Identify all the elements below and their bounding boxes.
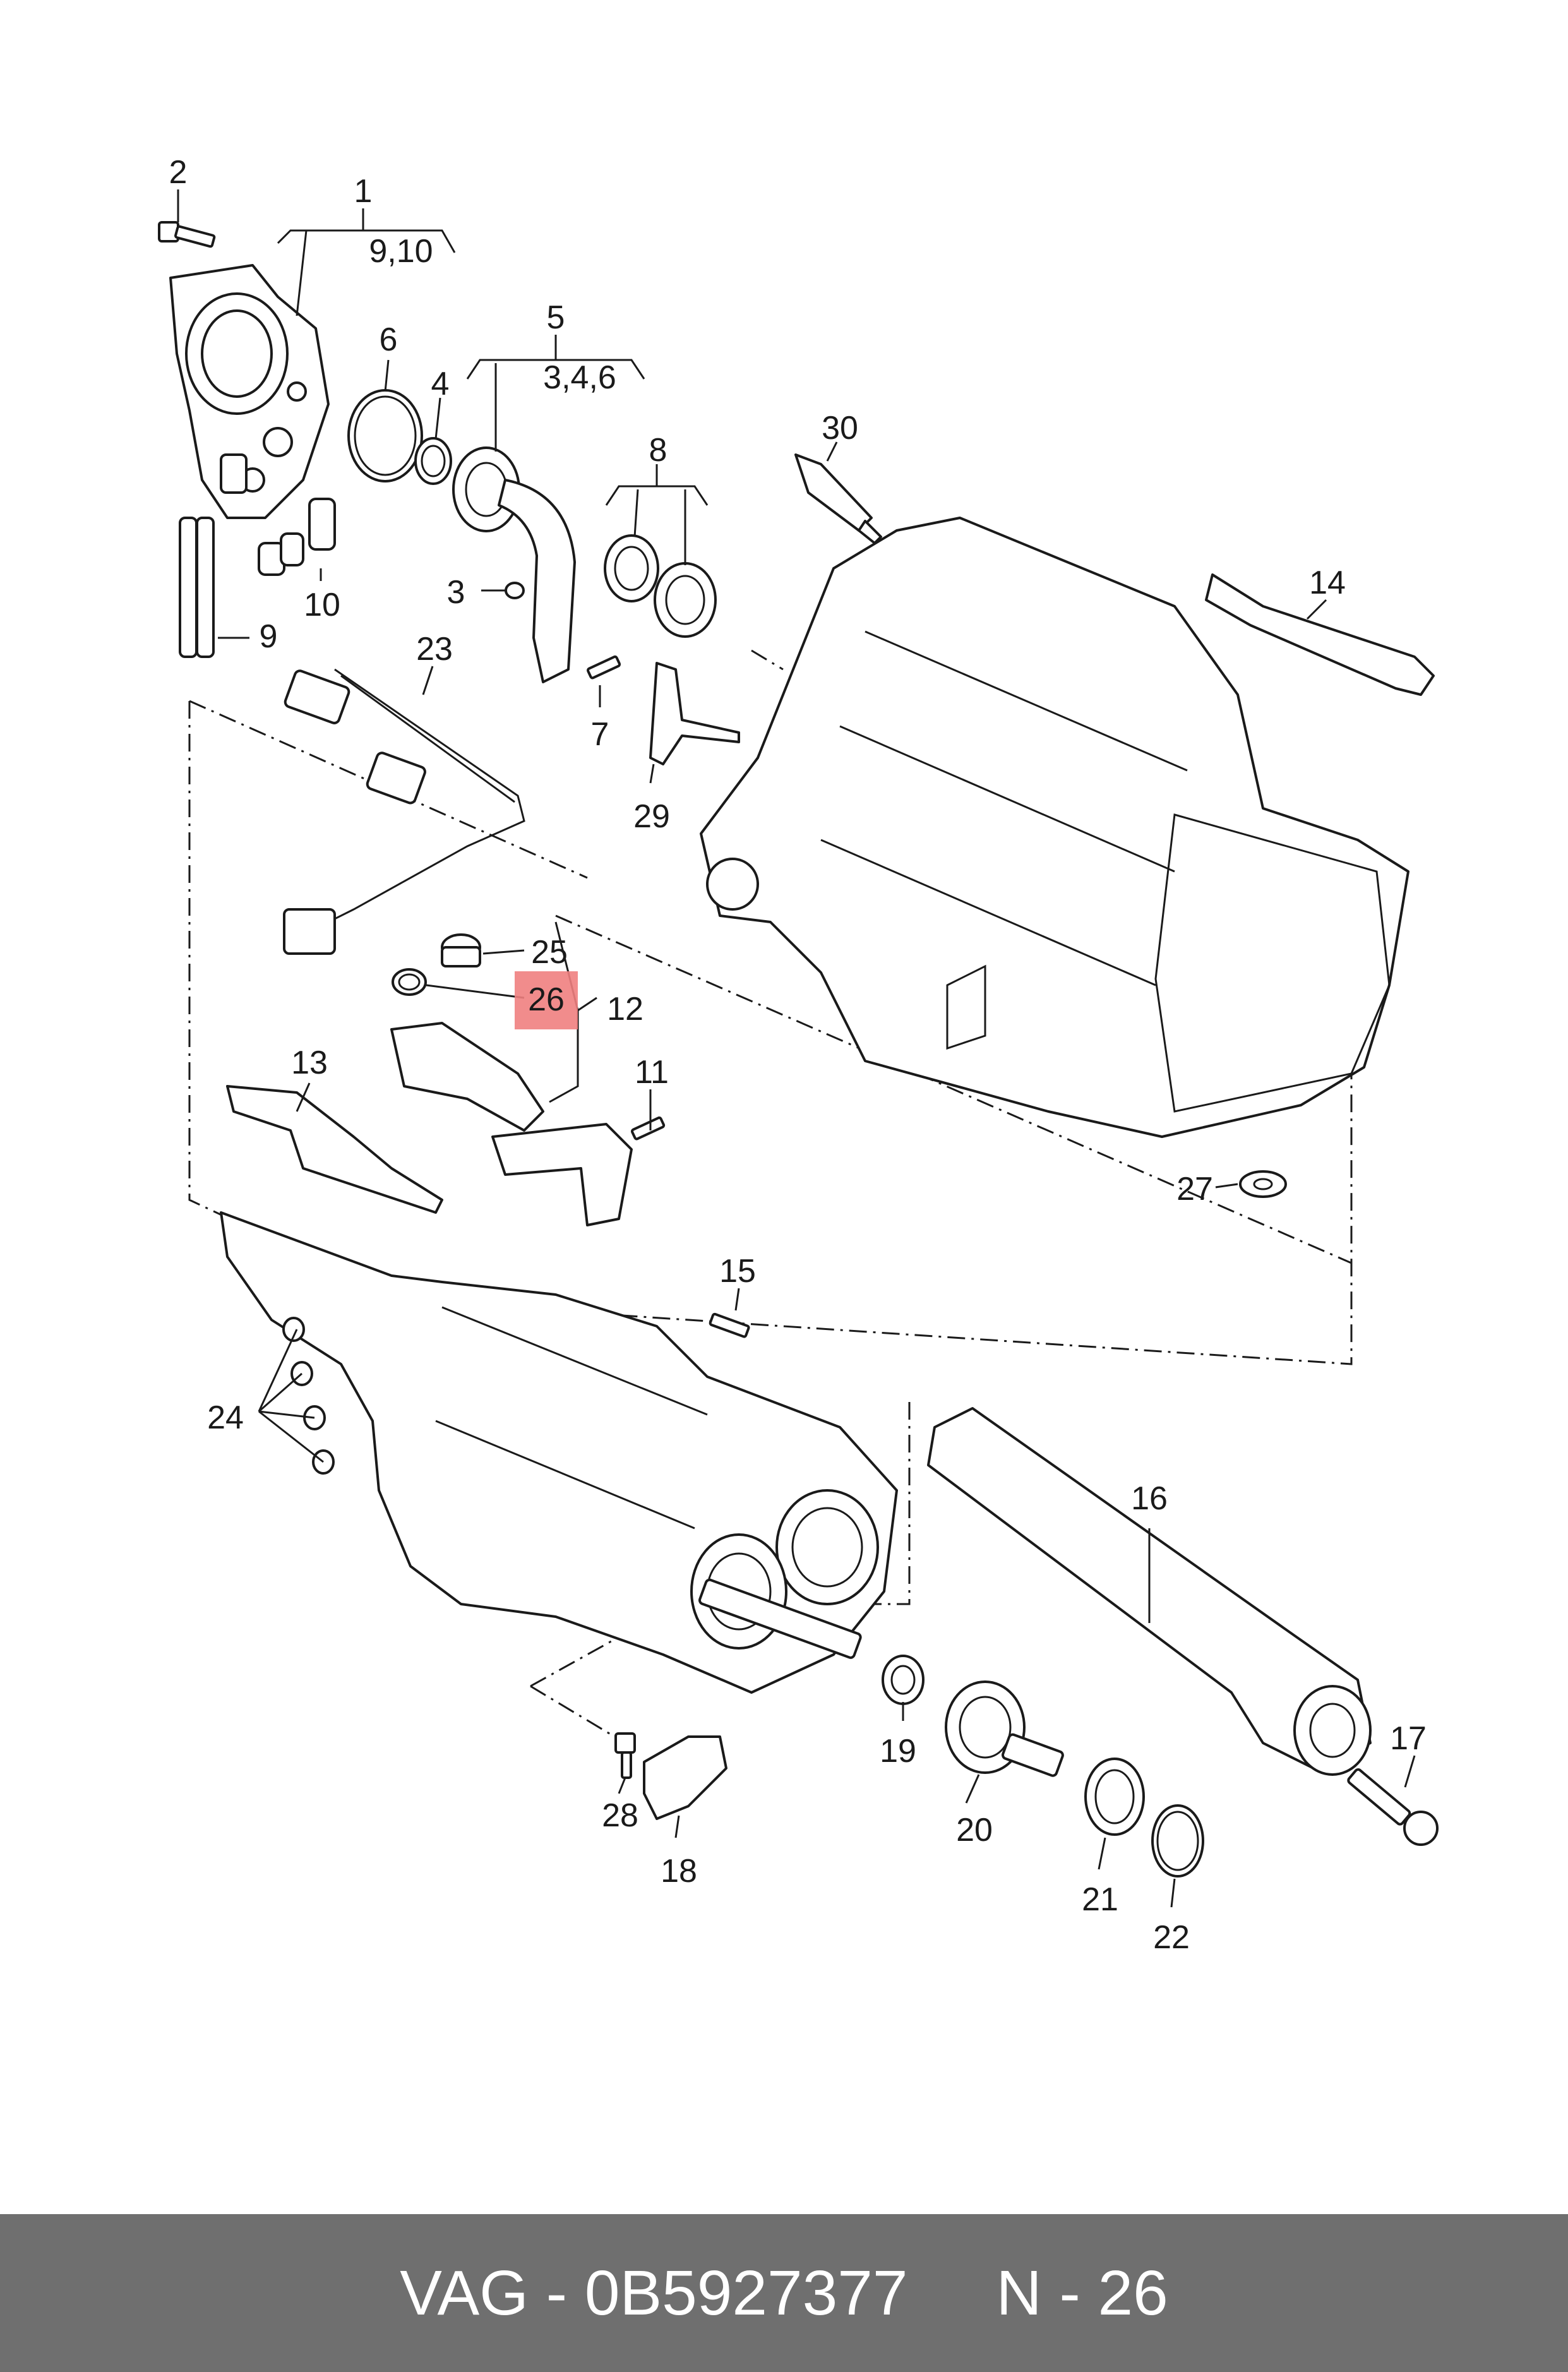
seal-part-21 (1084, 1758, 1145, 1836)
gear-part-20 (945, 1680, 1064, 1777)
position-text: N - 26 (996, 2257, 1168, 2328)
footer-bar: VAG - 0B5927377 N - 26 (0, 2214, 1568, 2372)
sleeves-part-10 (258, 498, 336, 576)
part-number-text: VAG - 0B5927377 (400, 2257, 908, 2328)
screw-part-2 (158, 221, 216, 248)
wiring-harness-part-23 (283, 668, 525, 955)
callout-3-4-6: 3,4,6 (543, 359, 616, 396)
callout-29: 29 (633, 798, 670, 835)
callout-3: 3 (447, 574, 465, 611)
sleeves-part-9 (179, 517, 215, 658)
cable-part-14 (1205, 573, 1435, 696)
lower-transmission-housing (220, 1211, 898, 1694)
pump-housing-part-1 (169, 264, 330, 519)
callout-12: 12 (607, 991, 643, 1027)
callout-28: 28 (602, 1797, 638, 1834)
seal-part-4 (414, 437, 452, 485)
callout-20: 20 (956, 1812, 993, 1848)
callout-7: 7 (591, 716, 609, 753)
cover-part-18 (643, 1735, 727, 1820)
o-ring-part-26 (392, 968, 427, 996)
pipe-part-5 (452, 446, 576, 683)
callout-4: 4 (431, 366, 450, 402)
callout-27: 27 (1176, 1171, 1213, 1207)
bolt-part-7 (586, 655, 621, 680)
callout-22: 22 (1153, 1919, 1190, 1956)
bolt-part-17 (1347, 1768, 1439, 1846)
seals-part-8 (604, 534, 717, 638)
bolt-part-28 (614, 1732, 636, 1779)
callout-16: 16 (1131, 1480, 1168, 1517)
callout-15: 15 (719, 1253, 756, 1290)
o-ring-part-6 (347, 389, 423, 482)
callout-1: 1 (354, 173, 373, 210)
sensor-part-12 (390, 1022, 633, 1226)
callout-5: 5 (547, 299, 565, 336)
bolt-part-11 (630, 1116, 666, 1141)
callout-9: 9 (260, 618, 278, 655)
callout-24: 24 (207, 1399, 244, 1436)
callout-18: 18 (661, 1853, 697, 1890)
bolt-part-15 (709, 1312, 750, 1338)
callout-17: 17 (1390, 1720, 1427, 1757)
o-ring-part-22 (1151, 1804, 1204, 1878)
callout-8: 8 (649, 432, 667, 469)
callout-labels: 2 1 9,10 6 4 5 3,4,6 30 8 10 9 3 7 14 23… (169, 154, 1427, 1956)
callout-14: 14 (1309, 565, 1346, 601)
sleeve-part-25 (441, 933, 481, 967)
callout-13: 13 (291, 1045, 328, 1081)
bearing-part-19 (882, 1655, 925, 1705)
shift-shaft-part-29 (649, 662, 740, 765)
highlight-box-part-26 (515, 971, 578, 1029)
callout-6: 6 (380, 321, 398, 358)
bracket-part-13 (226, 1085, 443, 1214)
leader-lines (177, 189, 1416, 1908)
transmission-housing (700, 517, 1409, 1138)
callout-19: 19 (880, 1733, 916, 1770)
callout-11: 11 (635, 1054, 669, 1091)
exploded-parts-diagram: 2 1 9,10 6 4 5 3,4,6 30 8 10 9 3 7 14 23… (158, 154, 1439, 1956)
callout-30: 30 (822, 410, 858, 446)
washer-part-27 (1239, 1170, 1287, 1198)
callout-2: 2 (169, 154, 188, 191)
callout-10: 10 (304, 587, 340, 623)
callout-9-10: 9,10 (369, 233, 433, 270)
o-ring-part-3 (505, 582, 525, 599)
callout-21: 21 (1082, 1881, 1118, 1918)
tube-part-30 (794, 453, 882, 544)
plugs-part-24 (282, 1317, 335, 1475)
callout-25: 25 (531, 934, 568, 971)
callout-23: 23 (416, 631, 453, 668)
callout-26: 26 (528, 981, 565, 1018)
